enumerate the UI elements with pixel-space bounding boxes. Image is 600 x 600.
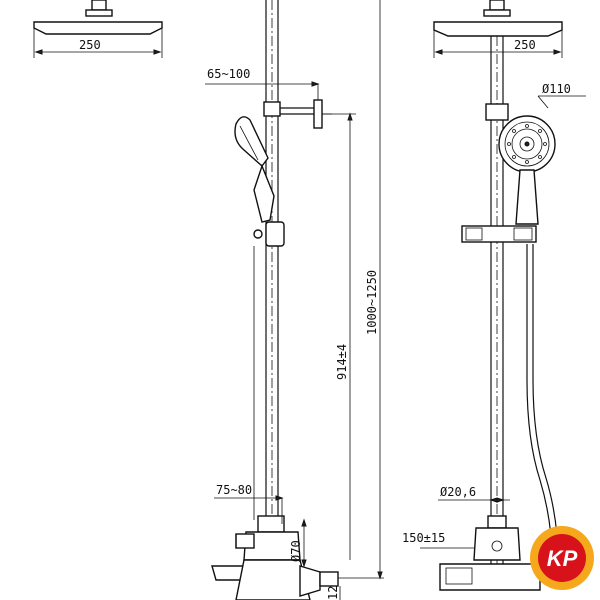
arm-projection-label: 65~100 — [207, 67, 250, 81]
bar-height-label: 914±4 — [335, 344, 349, 380]
kp-logo: KP — [530, 526, 594, 590]
svg-text:KP: KP — [547, 546, 578, 571]
bottom-partial-label: 12 — [326, 586, 340, 600]
overall-height-label: 1000~1250 — [365, 270, 379, 335]
mixer-projection-label: 75~80 — [216, 483, 252, 497]
mixer-diameter-label: Ø70 — [289, 540, 303, 562]
hand-shower-diameter-label: Ø110 — [542, 82, 571, 96]
left-head-width-label: 250 — [79, 38, 101, 52]
front-head-width-label: 250 — [514, 38, 536, 52]
spray-nozzles — [507, 124, 547, 164]
left-shower-head-view: 250 — [33, 0, 163, 58]
front-view: 250 Ø110 Ø20, — [402, 0, 586, 591]
pipe-diameter-label: Ø20,6 — [440, 485, 476, 499]
inlet-spacing-label: 150±15 — [402, 531, 445, 545]
side-view: 65~100 914±4 1000~1250 75~80 — [205, 0, 384, 600]
